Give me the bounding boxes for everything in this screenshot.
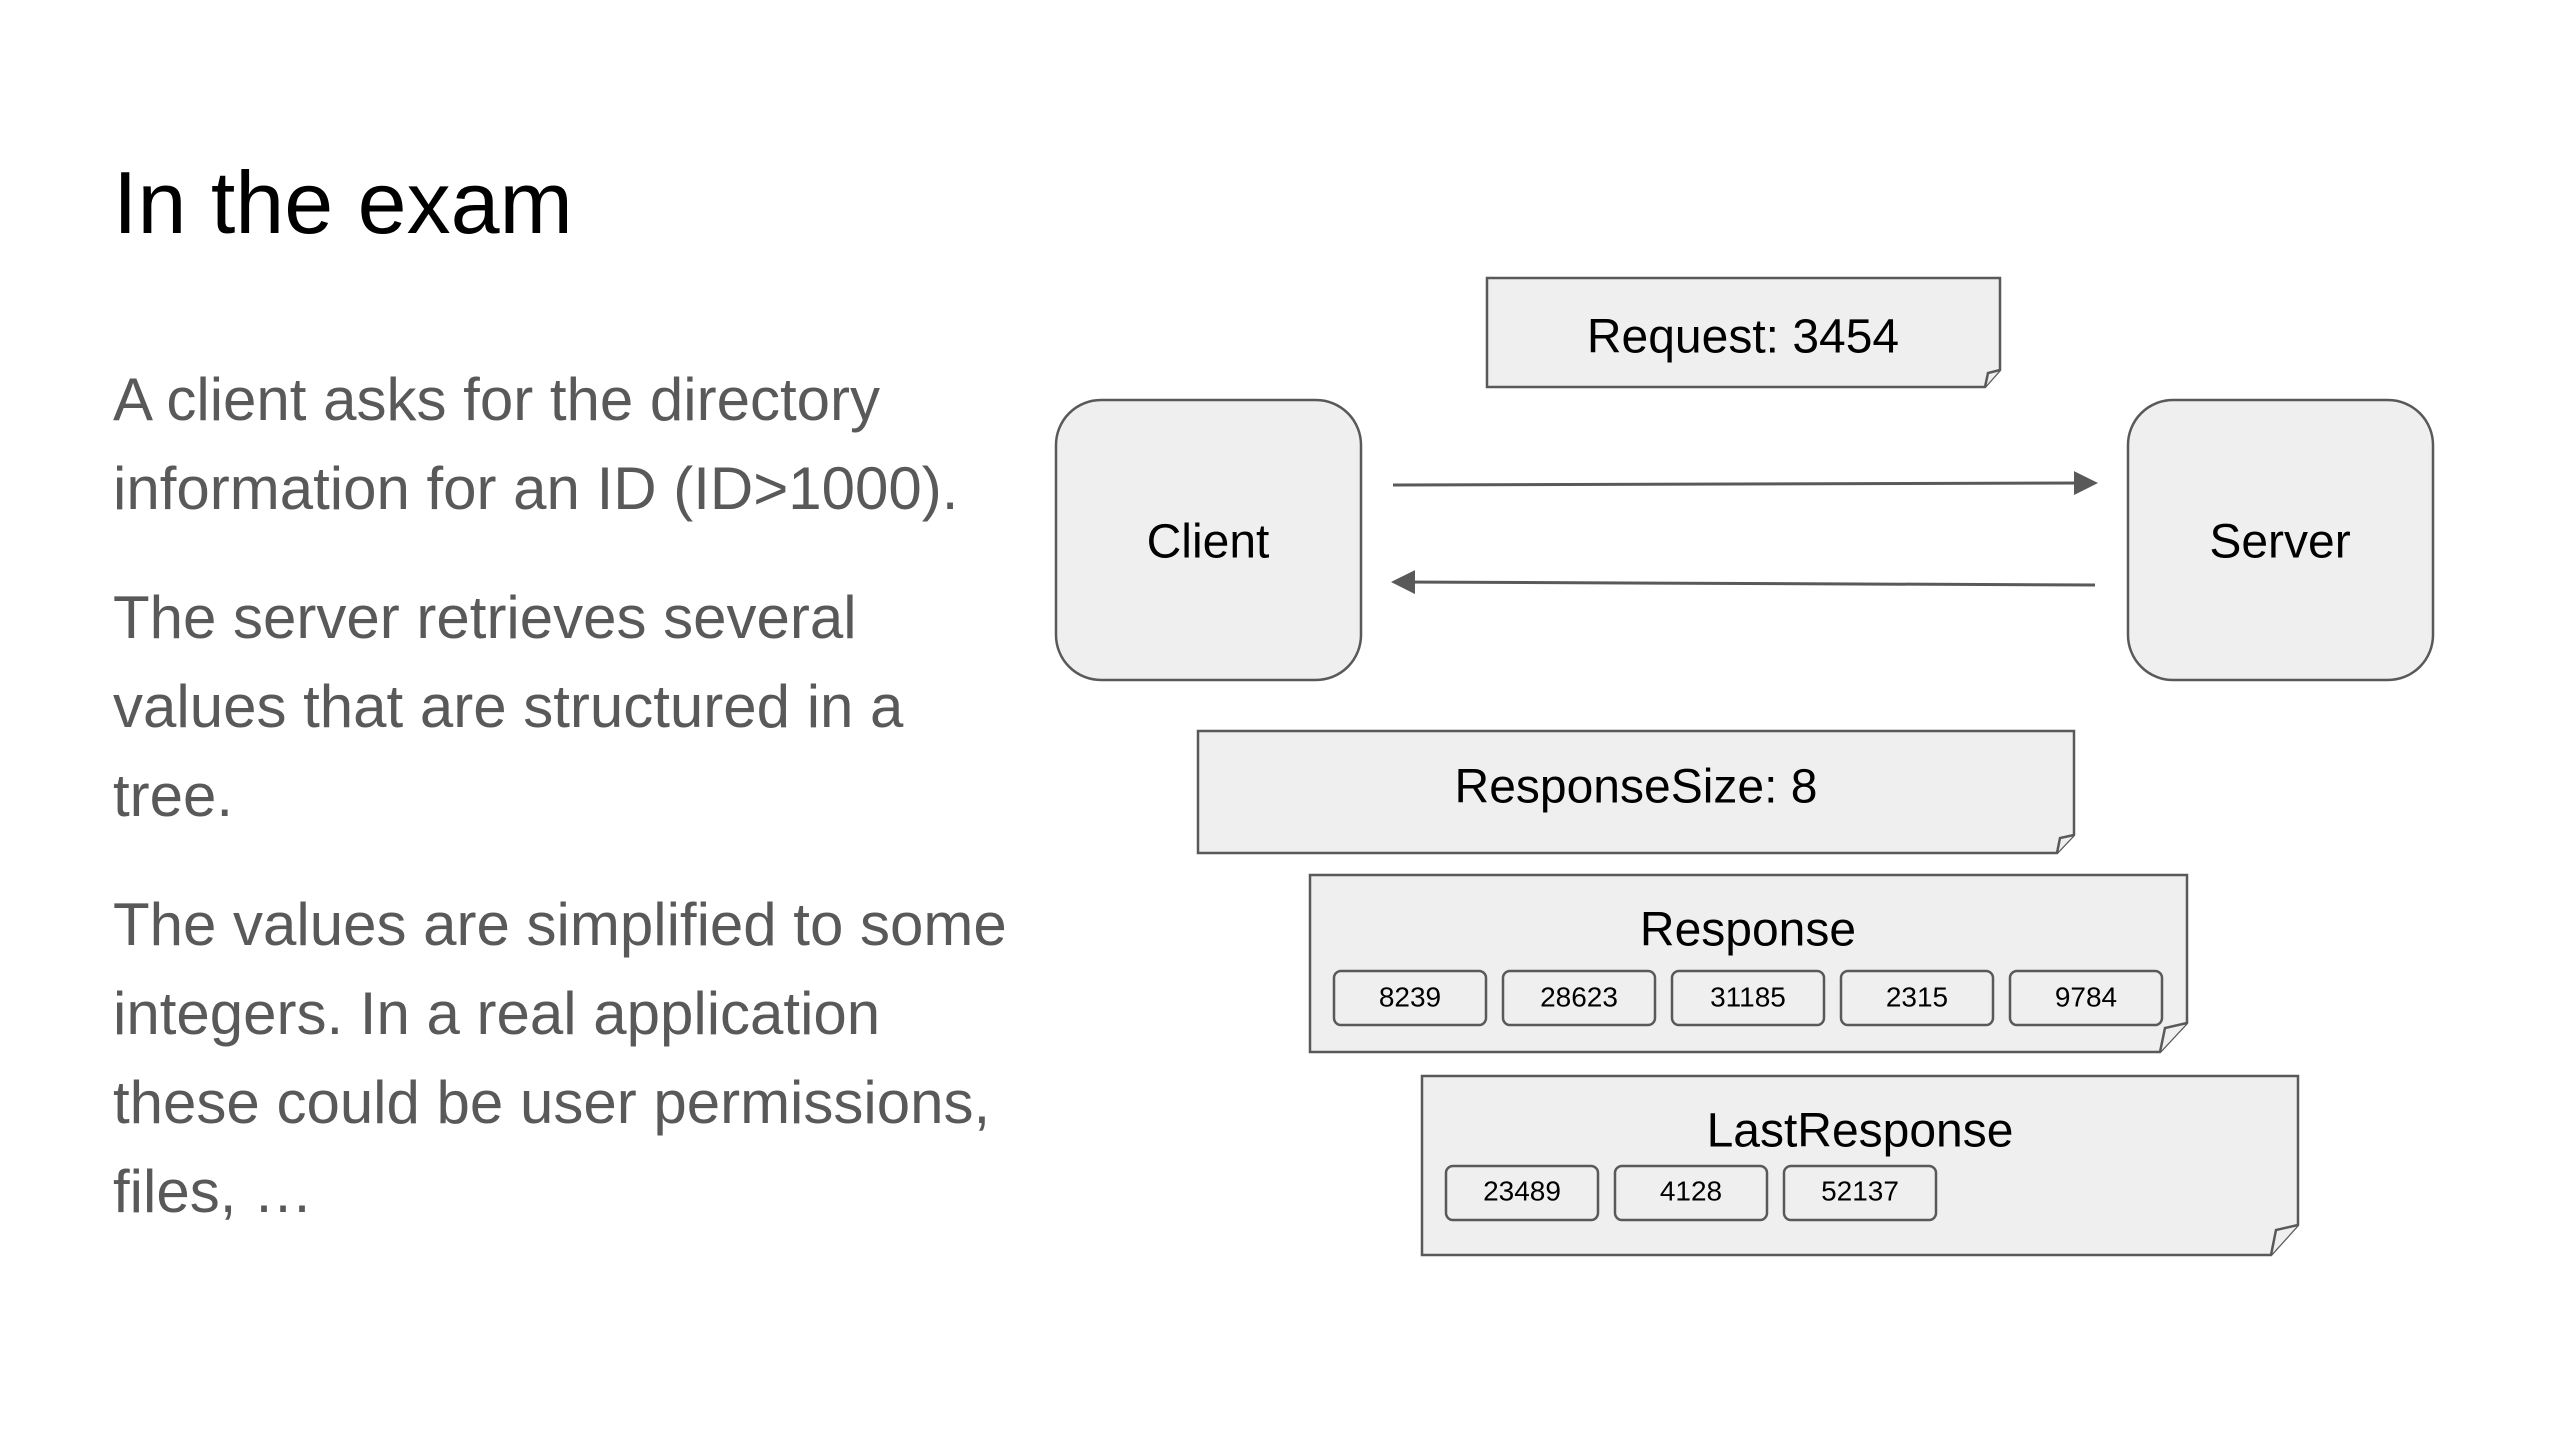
response-arrow	[1391, 570, 2096, 595]
last-response-value-3: 52137	[1782, 1164, 1938, 1222]
response-value-1: 8239	[1332, 969, 1488, 1027]
slide-title: In the exam	[113, 153, 573, 252]
last-response-label: LastResponse	[1707, 1105, 2014, 1158]
client-node: Client	[1054, 398, 1363, 682]
last-response-value-text: 4128	[1660, 1175, 1722, 1206]
response-value-5: 9784	[2008, 969, 2164, 1027]
response-value-text: 2315	[1886, 981, 1948, 1012]
last-response-value-2: 4128	[1613, 1164, 1769, 1222]
response-value-4: 2315	[1839, 969, 1995, 1027]
last-response-note: LastResponse 23489 4128 52137	[1420, 1074, 2300, 1257]
server-node: Server	[2126, 398, 2435, 682]
response-value-text: 31185	[1710, 981, 1786, 1012]
server-label: Server	[2209, 516, 2350, 569]
request-arrow	[1392, 471, 2098, 496]
response-value-text: 28623	[1540, 981, 1618, 1012]
paragraph-client-request: A client asks for the directory informat…	[113, 366, 959, 522]
last-response-value-text: 23489	[1483, 1175, 1561, 1206]
request-note: Request: 3454	[1485, 276, 2002, 389]
paragraph-server-tree: The server retrieves several values that…	[113, 584, 904, 829]
client-label: Client	[1147, 516, 1270, 569]
paragraph-simplified-values: The values are simplified to some intege…	[113, 891, 1007, 1225]
response-size-note: ResponseSize: 8	[1196, 729, 2076, 855]
response-note: Response 8239 28623 31185 2315 9784	[1308, 873, 2189, 1054]
response-size-label: ResponseSize: 8	[1455, 761, 1818, 814]
response-value-3: 31185	[1670, 969, 1826, 1027]
last-response-value-text: 52137	[1821, 1175, 1899, 1206]
request-label: Request: 3454	[1587, 311, 1899, 364]
response-value-text: 8239	[1379, 981, 1441, 1012]
body-text: A client asks for the directory informat…	[113, 355, 1013, 1276]
last-response-value-1: 23489	[1444, 1164, 1600, 1222]
response-label: Response	[1640, 904, 1856, 957]
response-value-text: 9784	[2055, 981, 2117, 1012]
response-value-2: 28623	[1501, 969, 1657, 1027]
